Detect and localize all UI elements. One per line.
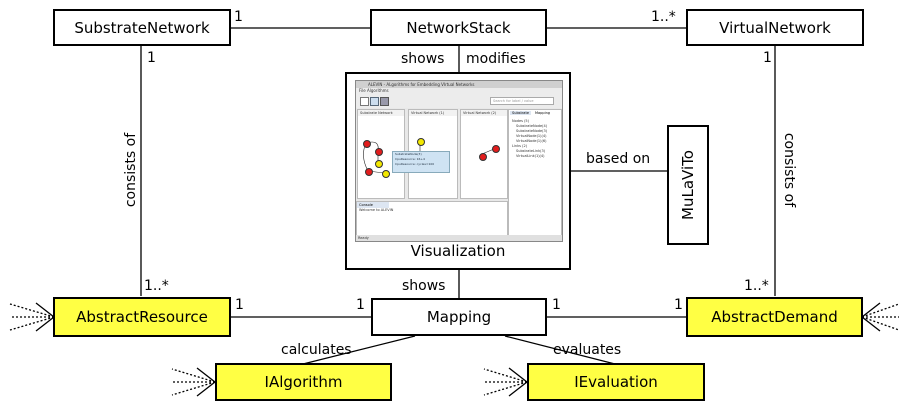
thumb-tooltip: SubstrateNode(3) CpuResource: 16+4 CpuRe… (392, 151, 450, 173)
thumb-node-8 (492, 145, 500, 153)
substrate-network-label: SubstrateNetwork (74, 18, 210, 37)
mult-mapping-demand-right: 1 (674, 297, 683, 313)
thumb-tooltip-line-1: SubstrateNode(3) (395, 152, 422, 156)
label-based-on: based on (586, 151, 651, 167)
thumb-node-5 (382, 170, 390, 178)
mult-mapping-demand-left: 1 (552, 297, 561, 313)
thumb-tooltip-line-2: CpuResource: 16+4 (395, 157, 425, 161)
thumb-tree-item: SubstrateNode(3) (516, 129, 548, 133)
ievaluation-box: IEvaluation (527, 363, 705, 401)
thumb-console-text: Welcome to ALEVIN (359, 208, 394, 212)
ialgorithm-box: IAlgorithm (215, 363, 392, 401)
thumb-node-2 (375, 148, 383, 156)
abstract-demand-box: AbstractDemand (686, 297, 863, 337)
inheritance-arrow-ievaluation (483, 367, 529, 397)
thumb-tool-icon-2 (370, 97, 379, 106)
mult-virtual-consists: 1 (763, 50, 772, 66)
mult-demand-bottom: 1..* (744, 278, 769, 294)
thumb-search-field: Search for label / value (490, 97, 554, 105)
thumb-node-6 (417, 138, 425, 146)
abstract-resource-label: AbstractResource (76, 308, 208, 326)
thumb-menu-bar: File Algorithms (356, 88, 562, 94)
thumb-tab-substrate: Substrate (510, 111, 531, 115)
label-evaluates: evaluates (553, 342, 622, 358)
abstract-resource-box: AbstractResource (53, 297, 231, 337)
thumb-tree-item: VirtualLink(1)(4) (516, 154, 545, 158)
thumb-title-bar: ALEVIN - ALgorithms for Embedding VIrtua… (356, 81, 562, 88)
mult-resource-bottom: 1..* (144, 278, 169, 294)
thumb-tool-icon-1 (360, 97, 369, 106)
edge-mapping-ievaluation (504, 335, 616, 365)
mulavito-box: MuLaViTo (667, 125, 709, 245)
network-stack-box: NetworkStack (370, 9, 547, 46)
mult-stack-virtual: 1..* (651, 9, 676, 25)
thumb-node-3 (365, 168, 373, 176)
label-shows-top: shows (401, 51, 445, 67)
thumb-pane-virtual-1-header: Virtual Network (1) (409, 110, 457, 116)
thumb-tree-item: Links (2) (512, 144, 528, 148)
network-stack-label: NetworkStack (406, 18, 511, 37)
thumb-sidebar: Substrate Mapping Nodes (5) SubstrateNod… (508, 109, 562, 239)
label-calculates: calculates (281, 342, 352, 358)
thumb-tooltip-line-3: CpuResource: cycles=100 (395, 162, 435, 166)
edge-mapping-ialgorithm (302, 335, 416, 365)
substrate-network-box: SubstrateNetwork (53, 9, 231, 46)
virtual-network-box: VirtualNetwork (686, 9, 864, 46)
thumb-tree-item: SubstrateLink(3) (516, 149, 546, 153)
mapping-label: Mapping (426, 308, 492, 326)
mapping-box: Mapping (371, 298, 547, 336)
thumb-tree-item: VirtualNode(1)(4) (516, 134, 547, 138)
thumb-tree: Nodes (5) SubstrateNode(4) SubstrateNode… (512, 119, 547, 159)
thumb-console-tab: Console (357, 202, 389, 208)
mult-resource-mapping-left: 1 (235, 297, 244, 313)
thumb-tab-mapping: Mapping (535, 111, 551, 115)
inheritance-arrow-demand (860, 302, 899, 332)
inheritance-arrow-ialgorithm (171, 367, 217, 397)
thumb-pane-virtual-2-header: Virtual Network (2) (461, 110, 507, 116)
thumb-pane-substrate-header: Substrate Network (358, 110, 404, 116)
thumb-node-7 (479, 153, 487, 161)
visualization-box: ALEVIN - ALgorithms for Embedding VIrtua… (345, 72, 571, 270)
thumb-console: Console Welcome to ALEVIN (356, 201, 508, 239)
label-modifies: modifies (466, 51, 526, 67)
mult-substrate-stack: 1 (234, 9, 243, 25)
virtual-network-label: VirtualNetwork (719, 18, 831, 37)
thumb-tree-item: VirtualNode(1)(6) (516, 139, 547, 143)
thumb-node-1 (363, 140, 371, 148)
inheritance-arrow-resource (9, 302, 56, 332)
thumb-node-4 (375, 160, 383, 168)
mulavito-label: MuLaViTo (679, 150, 698, 220)
alevin-screenshot-thumbnail: ALEVIN - ALgorithms for Embedding VIrtua… (355, 80, 563, 242)
mult-substrate-consists: 1 (147, 50, 156, 66)
thumb-tree-item: Nodes (5) (512, 119, 530, 123)
label-shows-bottom: shows (402, 278, 446, 294)
ialgorithm-label: IAlgorithm (264, 373, 343, 391)
visualization-label: Visualization (410, 242, 506, 260)
label-consists-of-left: consists of (123, 132, 139, 208)
thumb-status-bar: Ready (356, 235, 562, 241)
label-consists-of-right: consists of (781, 132, 797, 208)
ievaluation-label: IEvaluation (574, 373, 658, 391)
abstract-demand-label: AbstractDemand (711, 308, 838, 326)
mult-resource-mapping-right: 1 (356, 297, 365, 313)
thumb-tree-item: SubstrateNode(4) (516, 124, 548, 128)
thumb-tool-icon-3 (380, 97, 389, 106)
